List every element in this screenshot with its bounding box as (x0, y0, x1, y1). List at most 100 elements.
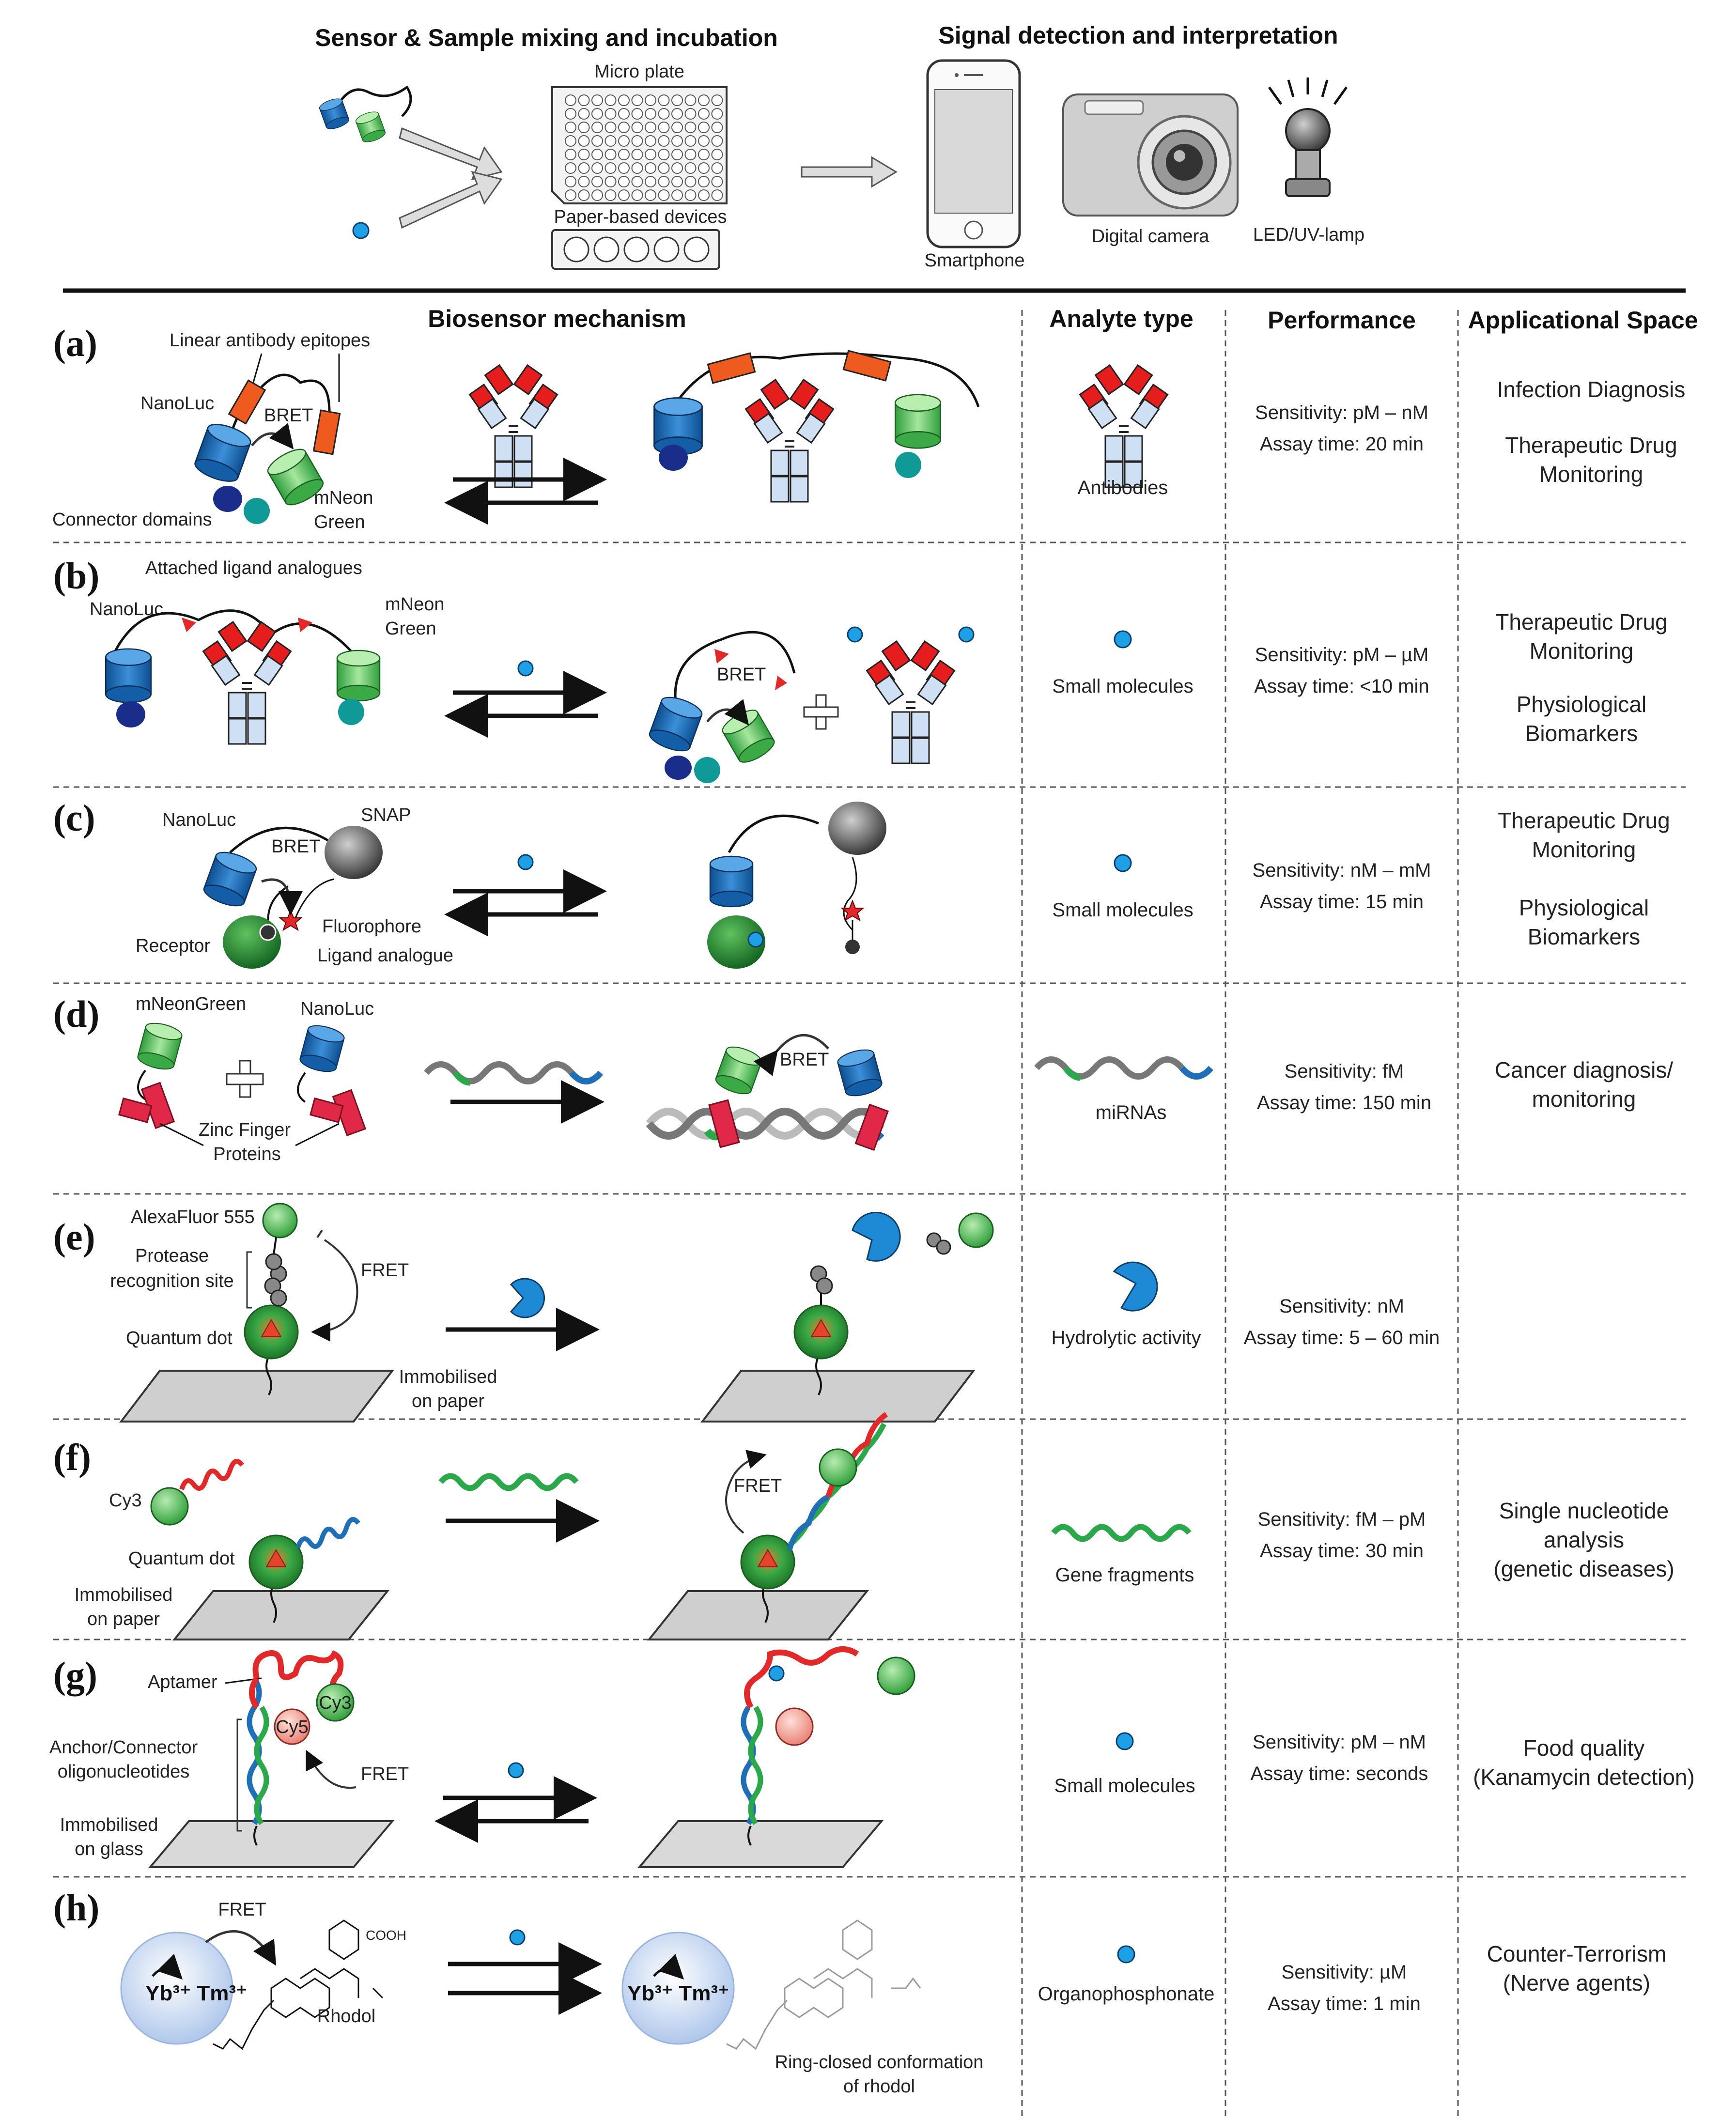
plate-well (711, 189, 723, 201)
column-headers: Biosensor mechanism Analyte type Perform… (428, 305, 1698, 334)
sensor-closed-b (105, 609, 381, 745)
header-application: Applicational Space (1468, 307, 1698, 334)
antibody-icon-a (468, 364, 558, 488)
mneongreen-probe-d (118, 1020, 204, 1146)
plate-well (645, 135, 656, 147)
plate-well (578, 135, 590, 147)
mirna-icon-d (424, 1061, 603, 1086)
application-a-2: Therapeutic Drug (1505, 433, 1677, 458)
analyte-h: Organophosphonate (1038, 1983, 1215, 2005)
mneon-label-b: mNeon (385, 594, 445, 615)
micro-plate-icon (551, 86, 728, 204)
plate-well (698, 135, 710, 147)
plate-well (645, 94, 656, 106)
bret-label-c: BRET (271, 836, 320, 857)
sensitivity-h: Sensitivity: µM (1282, 1962, 1407, 1983)
application-c-1: Therapeutic Drug (1498, 808, 1670, 833)
plate-well (565, 162, 576, 174)
plate-well (658, 149, 670, 160)
plate-well (698, 189, 710, 201)
cy5-label-g: Cy5 (276, 1717, 309, 1737)
plate-well (658, 162, 670, 174)
sensitivity-b: Sensitivity: pM – µM (1255, 644, 1429, 665)
plate-well (578, 189, 590, 201)
row-d-tag: (d) (53, 993, 99, 1035)
sensor-g (148, 1650, 395, 1868)
plate-well (578, 149, 590, 160)
green-label-a: Green (314, 512, 365, 532)
small-molecule-icon-g (1116, 1732, 1134, 1750)
plate-well (631, 176, 643, 187)
plate-well (604, 108, 617, 120)
plate-well (711, 108, 723, 120)
ucnp-sensor-h: Yb³⁺ Tm³⁺ (120, 1919, 384, 2050)
row-f: (f) Cy3 Quantum dot Immobilised on paper… (53, 1412, 1674, 1640)
equilibrium-arrows-b (453, 693, 598, 716)
assay-e: Assay time: 5 – 60 min (1244, 1327, 1440, 1348)
immobilised-label-g: Immobilised (60, 1815, 158, 1835)
equilibrium-arrows-c (453, 891, 598, 914)
plate-well (591, 122, 603, 133)
plate-well (684, 94, 697, 106)
analyte-e: Hydrolytic activity (1052, 1327, 1201, 1348)
assay-a: Assay time: 20 min (1260, 433, 1424, 455)
hydrolytic-icon-e (1113, 1261, 1158, 1312)
sensor-e (119, 1203, 395, 1423)
plate-well (578, 162, 590, 174)
application-a-1: Infection Diagnosis (1497, 377, 1686, 402)
row-a-tag: (a) (53, 322, 97, 364)
plate-well (684, 162, 697, 174)
plate-well (618, 135, 630, 147)
plate-well (631, 162, 643, 174)
sensor-hybridised-f (647, 1412, 888, 1640)
sensor-bound-g (637, 1646, 915, 1868)
mneon-label-a: mNeon (314, 488, 373, 508)
analyte-c: Small molecules (1052, 899, 1193, 921)
dna-complex-d (646, 1034, 889, 1151)
plate-well (591, 149, 603, 160)
plate-well (684, 189, 697, 201)
mirna-analyte-icon (1034, 1056, 1213, 1081)
quantum-dot-label-f: Quantum dot (128, 1548, 235, 1569)
plate-well (658, 176, 670, 187)
plate-well (578, 108, 590, 120)
plate-well (565, 94, 576, 106)
application-c-3: Physiological (1519, 895, 1649, 920)
analyte-g: Small molecules (1054, 1775, 1195, 1796)
paper-devices-label: Paper-based devices (554, 207, 727, 227)
sensor-closed-a (191, 373, 341, 524)
plate-well (645, 162, 656, 174)
linear-epitopes-label: Linear antibody epitopes (170, 330, 370, 351)
plate-well (565, 122, 576, 133)
row-b: (b) Attached ligand analogues NanoLuc mN… (53, 555, 1668, 783)
row-h-tag: (h) (53, 1887, 99, 1929)
plate-well (645, 176, 656, 187)
plate-well (604, 149, 617, 160)
plate-well (618, 176, 630, 187)
plate-well (591, 108, 603, 120)
plate-well (591, 176, 603, 187)
application-b-2: Monitoring (1530, 638, 1634, 664)
antibody-bound-b (847, 626, 975, 764)
sensitivity-a: Sensitivity: pM – nM (1255, 402, 1428, 423)
plate-well (684, 176, 697, 187)
rhodol-label-h: Rhodol (317, 2006, 375, 2026)
plate-well (631, 189, 643, 201)
plate-well (645, 149, 656, 160)
plate-well (671, 176, 683, 187)
plate-well (618, 94, 630, 106)
sensor-closed-c (201, 826, 383, 969)
application-c-4: Biomarkers (1528, 924, 1641, 949)
svg-text:Yb³⁺ Tm³⁺: Yb³⁺ Tm³⁺ (627, 1981, 729, 2005)
plate-well (684, 122, 697, 133)
attached-ligand-label: Attached ligand analogues (145, 558, 362, 578)
on-paper-label-e: on paper (412, 1391, 484, 1411)
protease-icon-e (510, 1278, 545, 1318)
row-e-tag: (e) (53, 1216, 95, 1258)
nanoluc-label-d: NanoLuc (300, 999, 374, 1019)
plate-well (578, 94, 590, 106)
paper-device-icon (551, 229, 720, 270)
plate-well (671, 94, 683, 106)
aptamer-label-g: Aptamer (148, 1672, 217, 1692)
plate-well (645, 122, 656, 133)
